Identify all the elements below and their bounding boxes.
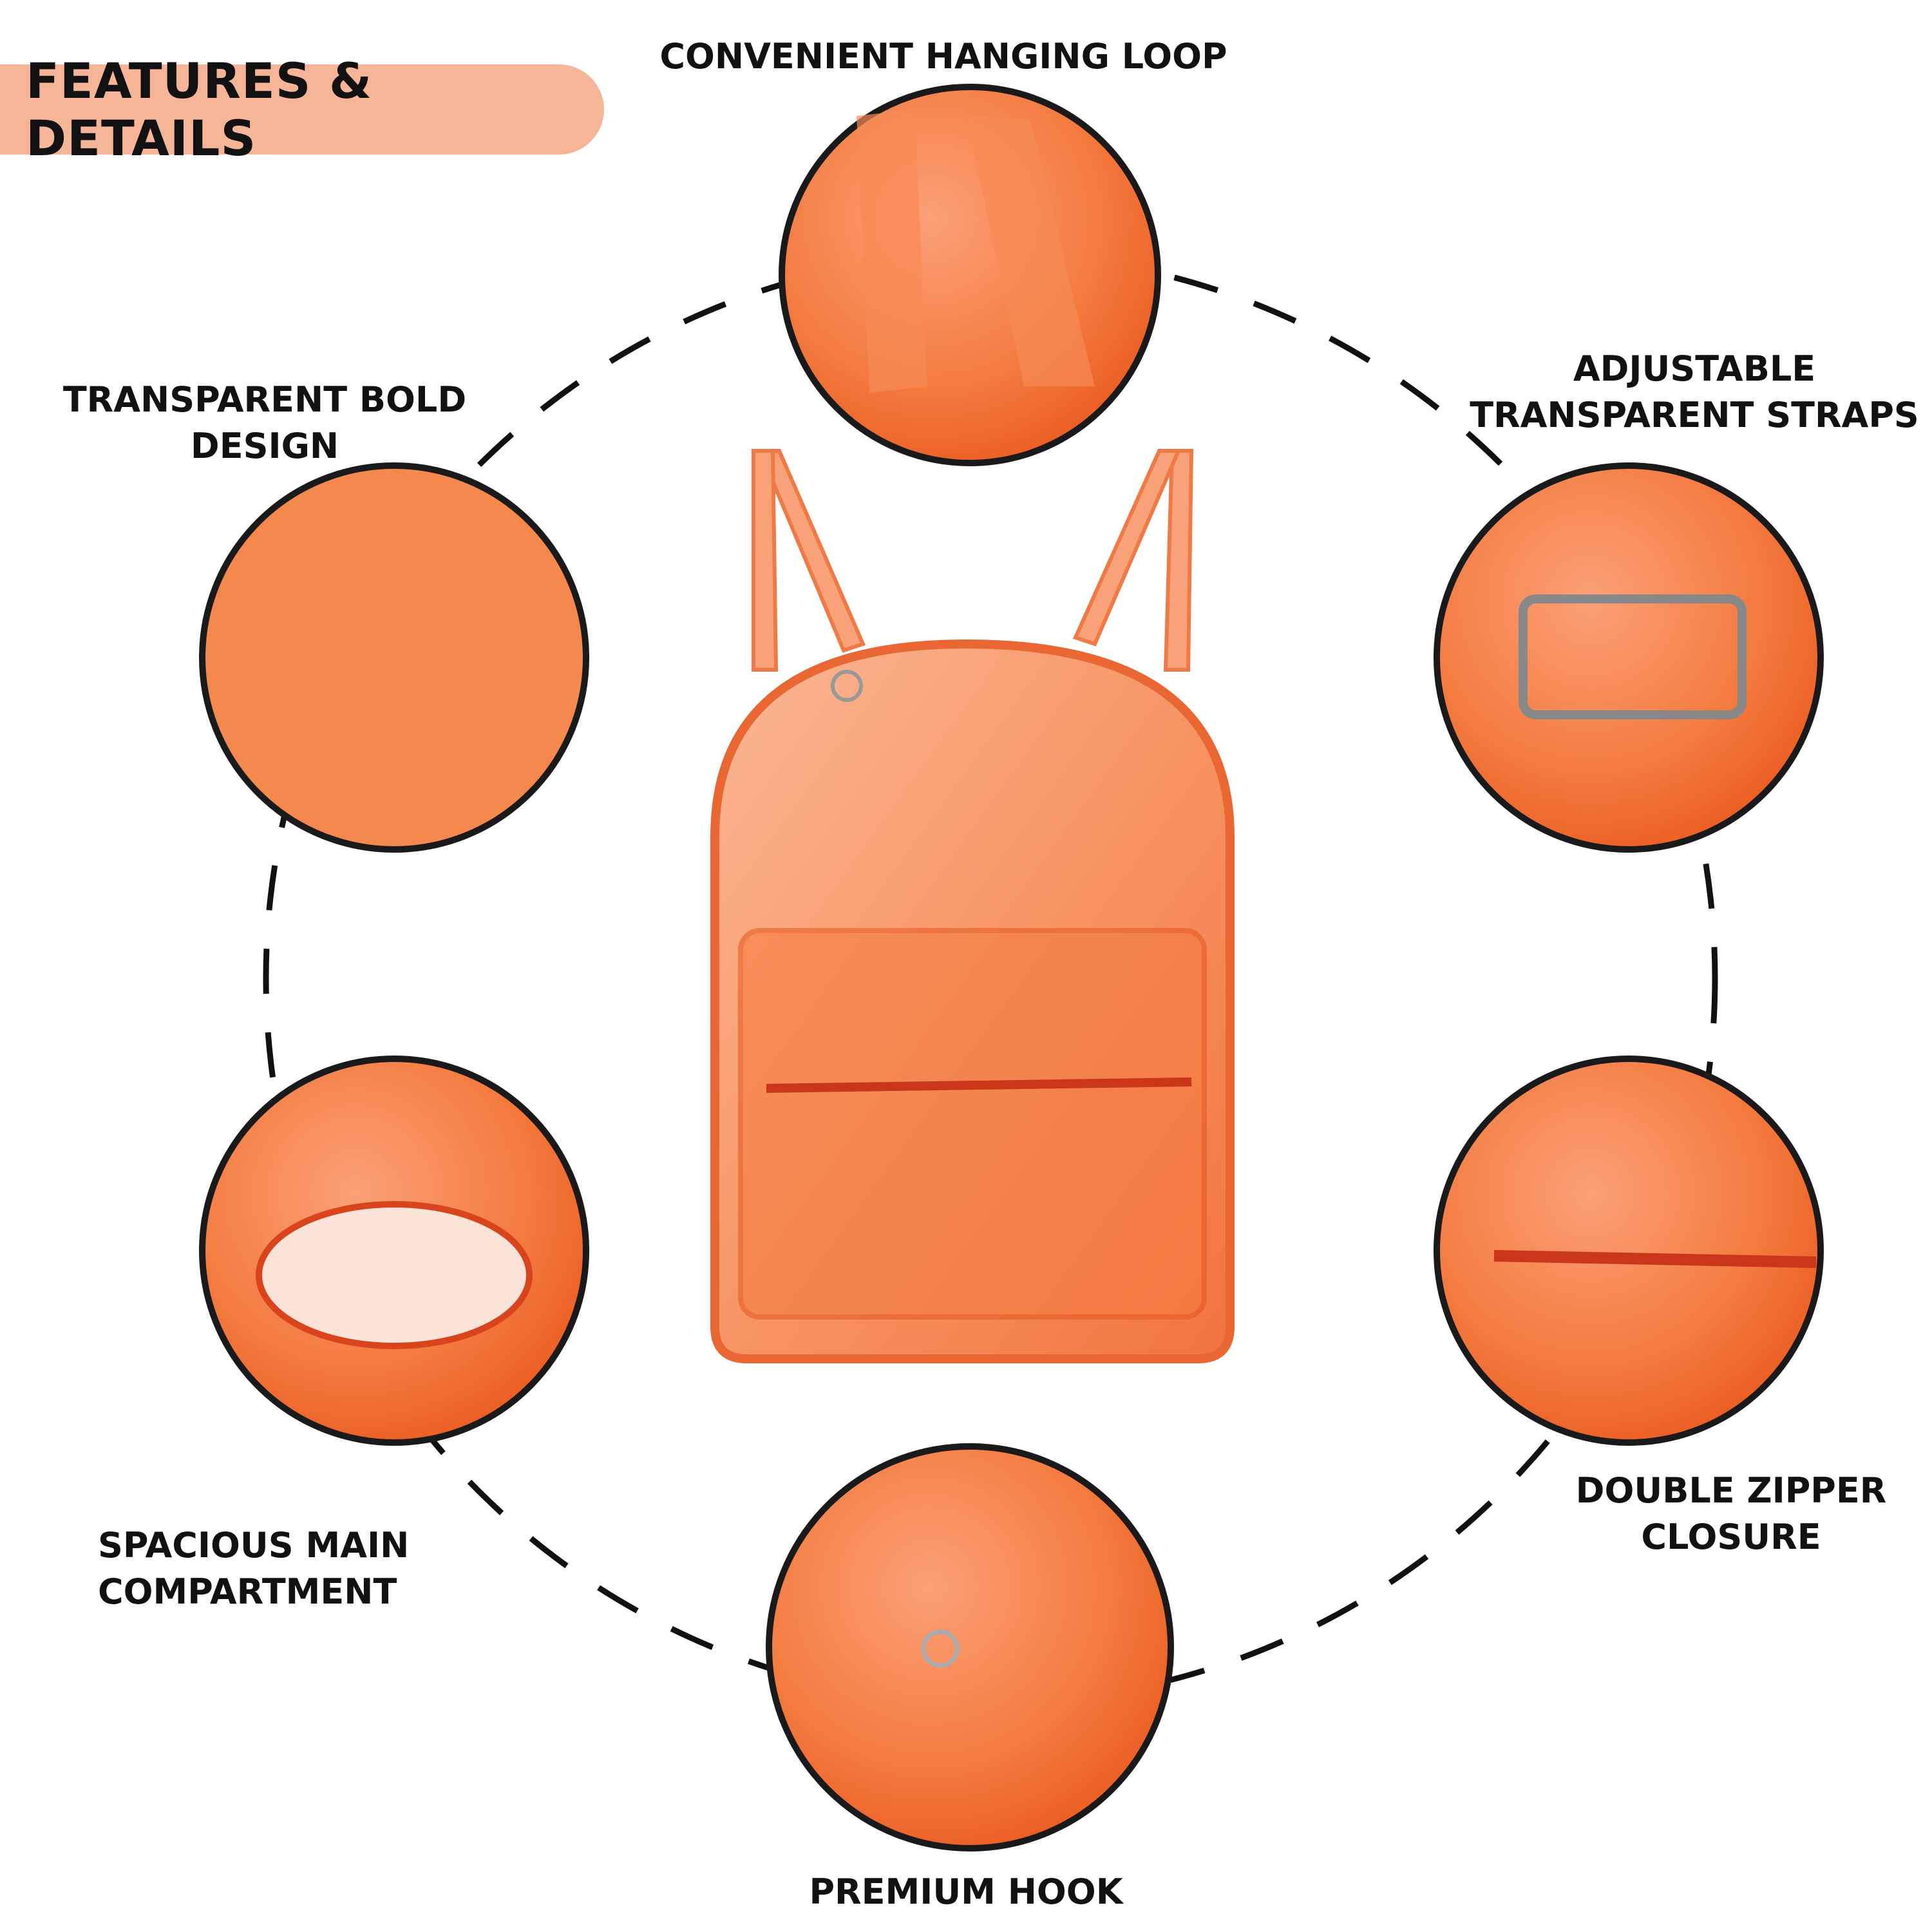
label-line: DOUBLE ZIPPER bbox=[1575, 1470, 1887, 1511]
detail-circle-hook bbox=[766, 1443, 1174, 1852]
detail-circle-bold-design bbox=[199, 462, 589, 853]
features-badge: FEATURES & DETAILS bbox=[0, 52, 604, 167]
label-line: DESIGN bbox=[190, 426, 339, 466]
dashed-ring bbox=[263, 251, 1718, 1706]
backpack-image bbox=[710, 449, 1235, 1363]
label-hanging-loop: CONVENIENT HANGING LOOP bbox=[659, 36, 1227, 77]
label-compartment: SPACIOUS MAIN COMPARTMENT bbox=[98, 1522, 409, 1615]
label-line: COMPARTMENT bbox=[98, 1571, 397, 1612]
label-line: CLOSURE bbox=[1641, 1517, 1821, 1557]
detail-circle-straps bbox=[1434, 462, 1824, 853]
detail-circle-hanging-loop bbox=[779, 84, 1161, 466]
label-straps: ADJUSTABLE TRANSPARENT STRAPS bbox=[1470, 346, 1919, 439]
label-line: SPACIOUS MAIN bbox=[98, 1525, 410, 1566]
label-line: TRANSPARENT BOLD bbox=[62, 379, 467, 420]
label-bold-design: TRANSPARENT BOLD DESIGN bbox=[63, 377, 466, 469]
label-zipper: DOUBLE ZIPPER CLOSURE bbox=[1576, 1468, 1887, 1560]
label-line: TRANSPARENT STRAPS bbox=[1470, 395, 1919, 435]
detail-circle-zipper bbox=[1434, 1056, 1824, 1446]
label-line: ADJUSTABLE bbox=[1573, 348, 1816, 389]
label-hook: PREMIUM HOOK bbox=[809, 1871, 1123, 1912]
